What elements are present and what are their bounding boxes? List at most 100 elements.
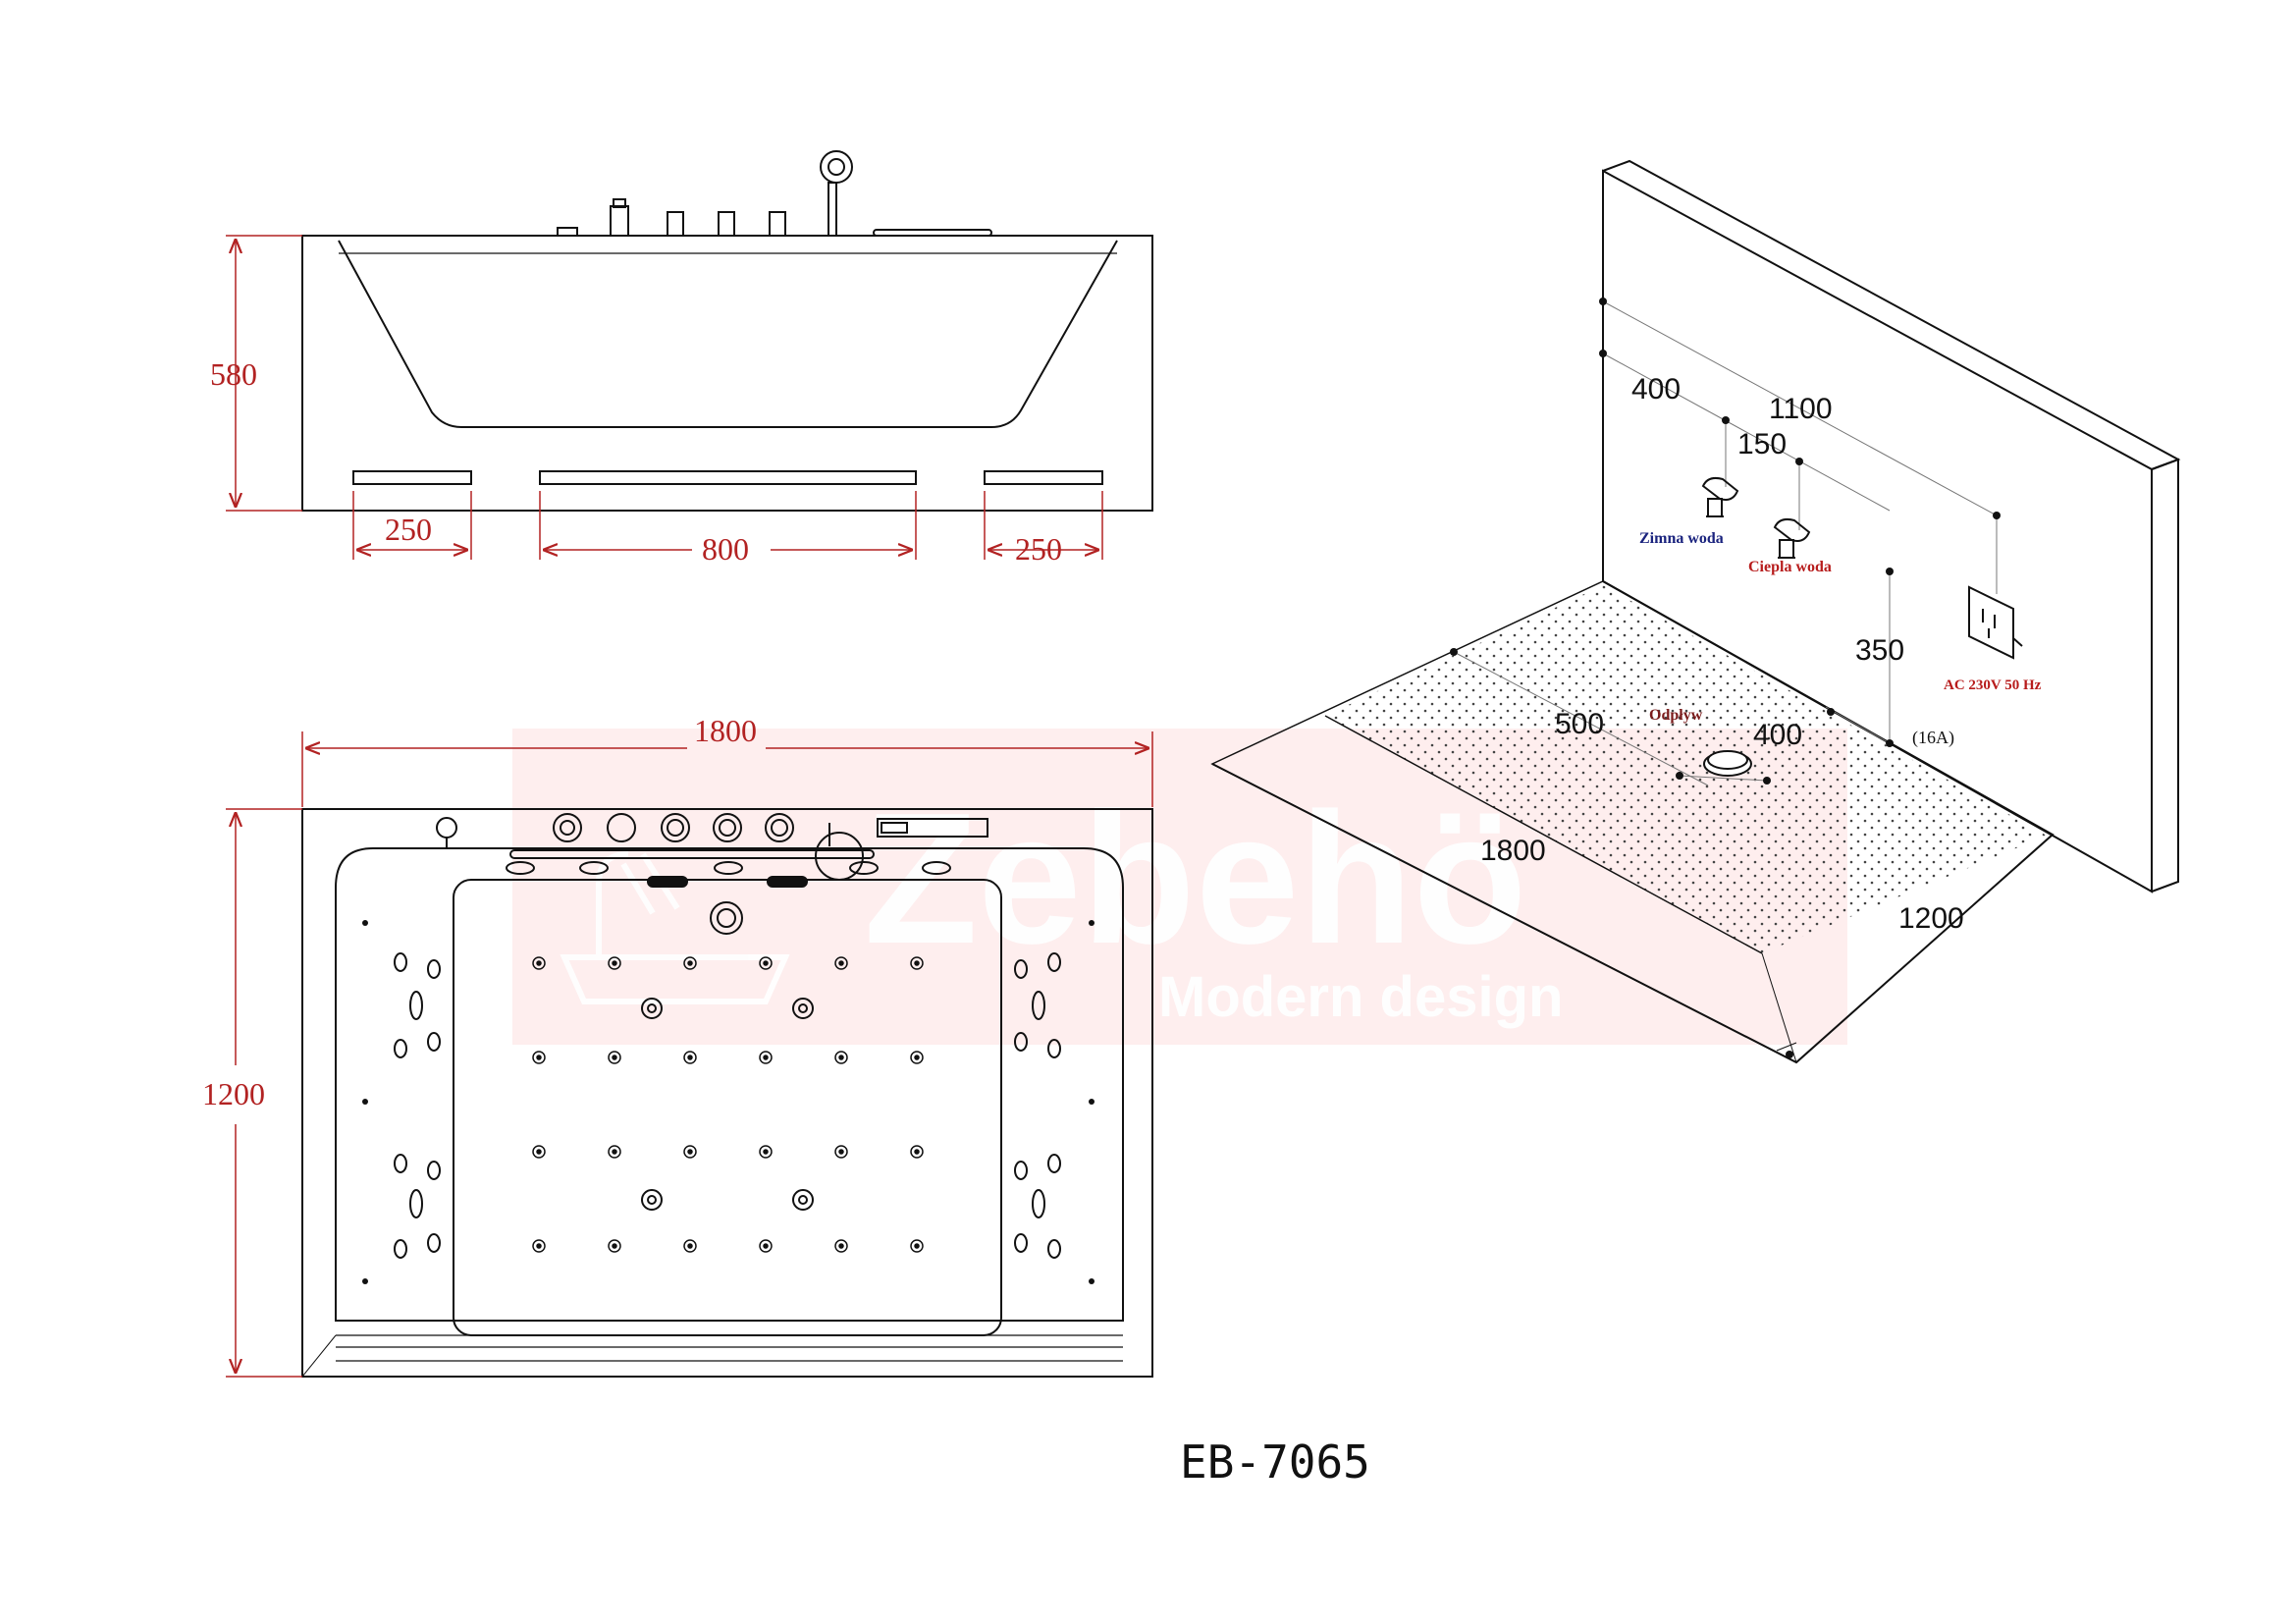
dim-top-length: 1800	[694, 713, 757, 748]
air-jet-center	[687, 1055, 693, 1060]
air-jet	[608, 1145, 621, 1159]
hand-shower-icon	[815, 832, 864, 881]
top-view-outline	[301, 808, 1153, 1378]
air-jet-center	[612, 1055, 617, 1060]
air-jet-center	[914, 1149, 920, 1155]
model-number: EB-7065	[1180, 1435, 1370, 1489]
air-jet	[834, 1239, 848, 1253]
drain-icon	[1703, 750, 1752, 777]
control-knob-1	[553, 813, 582, 842]
dim-side-height: 580	[210, 356, 257, 392]
iso-floor-dotted	[1325, 585, 2047, 953]
air-jet	[759, 956, 773, 970]
air-jet	[910, 1051, 924, 1064]
air-jet	[608, 1051, 621, 1064]
air-jet	[834, 1145, 848, 1159]
iso-floor-outline	[1210, 580, 2055, 1063]
label-fuse: (16A)	[1912, 728, 1954, 748]
air-jet	[683, 1145, 697, 1159]
air-jet	[608, 956, 621, 970]
side-view-dimensions	[226, 235, 1103, 560]
wall-dots	[362, 920, 1095, 1284]
air-jet-center	[612, 1149, 617, 1155]
air-jet	[759, 1051, 773, 1064]
shower-head-icon	[820, 150, 853, 184]
air-jet-center	[763, 1149, 769, 1155]
air-jet	[759, 1239, 773, 1253]
label-power: AC 230V 50 Hz	[1944, 677, 2042, 693]
iso-view	[1210, 159, 2181, 1064]
iso-guide-points	[1450, 298, 2001, 1058]
air-jet-center	[838, 1149, 844, 1155]
dim-iso-floor-width: 1200	[1898, 902, 1964, 935]
air-jet-center	[763, 1055, 769, 1060]
iso-wall-side	[2151, 458, 2179, 893]
air-jet	[910, 956, 924, 970]
hot-water-valve-icon	[1773, 517, 1811, 559]
label-hot-water: Ciepla woda	[1748, 559, 1832, 575]
air-jet-center	[914, 960, 920, 966]
foot-left	[352, 470, 472, 485]
control-knob-2	[607, 813, 636, 842]
air-jet	[759, 1145, 773, 1159]
foot-right	[984, 470, 1103, 485]
air-jet-center	[536, 1149, 542, 1155]
side-view	[301, 150, 1153, 512]
air-jet-center	[838, 960, 844, 966]
top-view-dimensions	[226, 731, 1153, 1378]
side-view-outline	[301, 235, 1153, 512]
power-socket-icon	[1968, 585, 2023, 660]
side-view-basin	[338, 240, 1118, 428]
foot-center	[539, 470, 917, 485]
dim-iso-1100: 1100	[1769, 393, 1833, 425]
dim-iso-floor-length: 1800	[1480, 835, 1546, 867]
headrest-pillow	[710, 901, 743, 935]
label-drain: Odpływ	[1649, 707, 1703, 724]
control-panel	[877, 818, 988, 838]
control-knob-3	[661, 813, 690, 842]
air-jet-center	[838, 1055, 844, 1060]
iso-guides	[1453, 300, 1998, 786]
air-jet-grid	[532, 956, 924, 1253]
air-jet	[683, 1051, 697, 1064]
dim-iso-350: 350	[1855, 634, 1904, 667]
air-jet-center	[687, 1243, 693, 1249]
iso-wall-top	[1602, 159, 2181, 470]
dim-iso-400-top: 400	[1631, 373, 1681, 406]
air-jet-center	[536, 1055, 542, 1060]
air-jet-center	[838, 1243, 844, 1249]
air-jet-center	[612, 960, 617, 966]
air-jet-center	[612, 1243, 617, 1249]
spout-icon	[436, 817, 457, 839]
air-jet	[910, 1145, 924, 1159]
air-jet-center	[914, 1055, 920, 1060]
air-jet-center	[914, 1243, 920, 1249]
dim-iso-150: 150	[1737, 428, 1787, 460]
side-fittings	[557, 150, 992, 237]
air-jet	[910, 1239, 924, 1253]
dim-top-width: 1200	[202, 1076, 265, 1111]
air-jet	[834, 956, 848, 970]
control-knob-4	[713, 813, 742, 842]
top-view	[301, 808, 1153, 1378]
dim-iso-500: 500	[1555, 708, 1604, 740]
air-jet-center	[536, 960, 542, 966]
air-jet-center	[687, 1149, 693, 1155]
dim-iso-400-drain: 400	[1753, 719, 1802, 751]
dim-foot-right: 250	[1015, 531, 1062, 567]
watermark-tagline: Modern design	[1158, 965, 1563, 1029]
air-jet	[532, 1051, 546, 1064]
air-jet-center	[763, 960, 769, 966]
cold-water-valve-icon	[1701, 476, 1739, 517]
air-jet-center	[536, 1243, 542, 1249]
air-jet	[532, 1145, 546, 1159]
air-jet	[834, 1051, 848, 1064]
air-jet-center	[763, 1243, 769, 1249]
dim-foot-left: 250	[385, 512, 432, 547]
air-jet	[532, 956, 546, 970]
control-knob-5	[765, 813, 794, 842]
dim-foot-center: 800	[702, 531, 749, 567]
air-jet-center	[687, 960, 693, 966]
air-jet	[532, 1239, 546, 1253]
air-jet	[608, 1239, 621, 1253]
